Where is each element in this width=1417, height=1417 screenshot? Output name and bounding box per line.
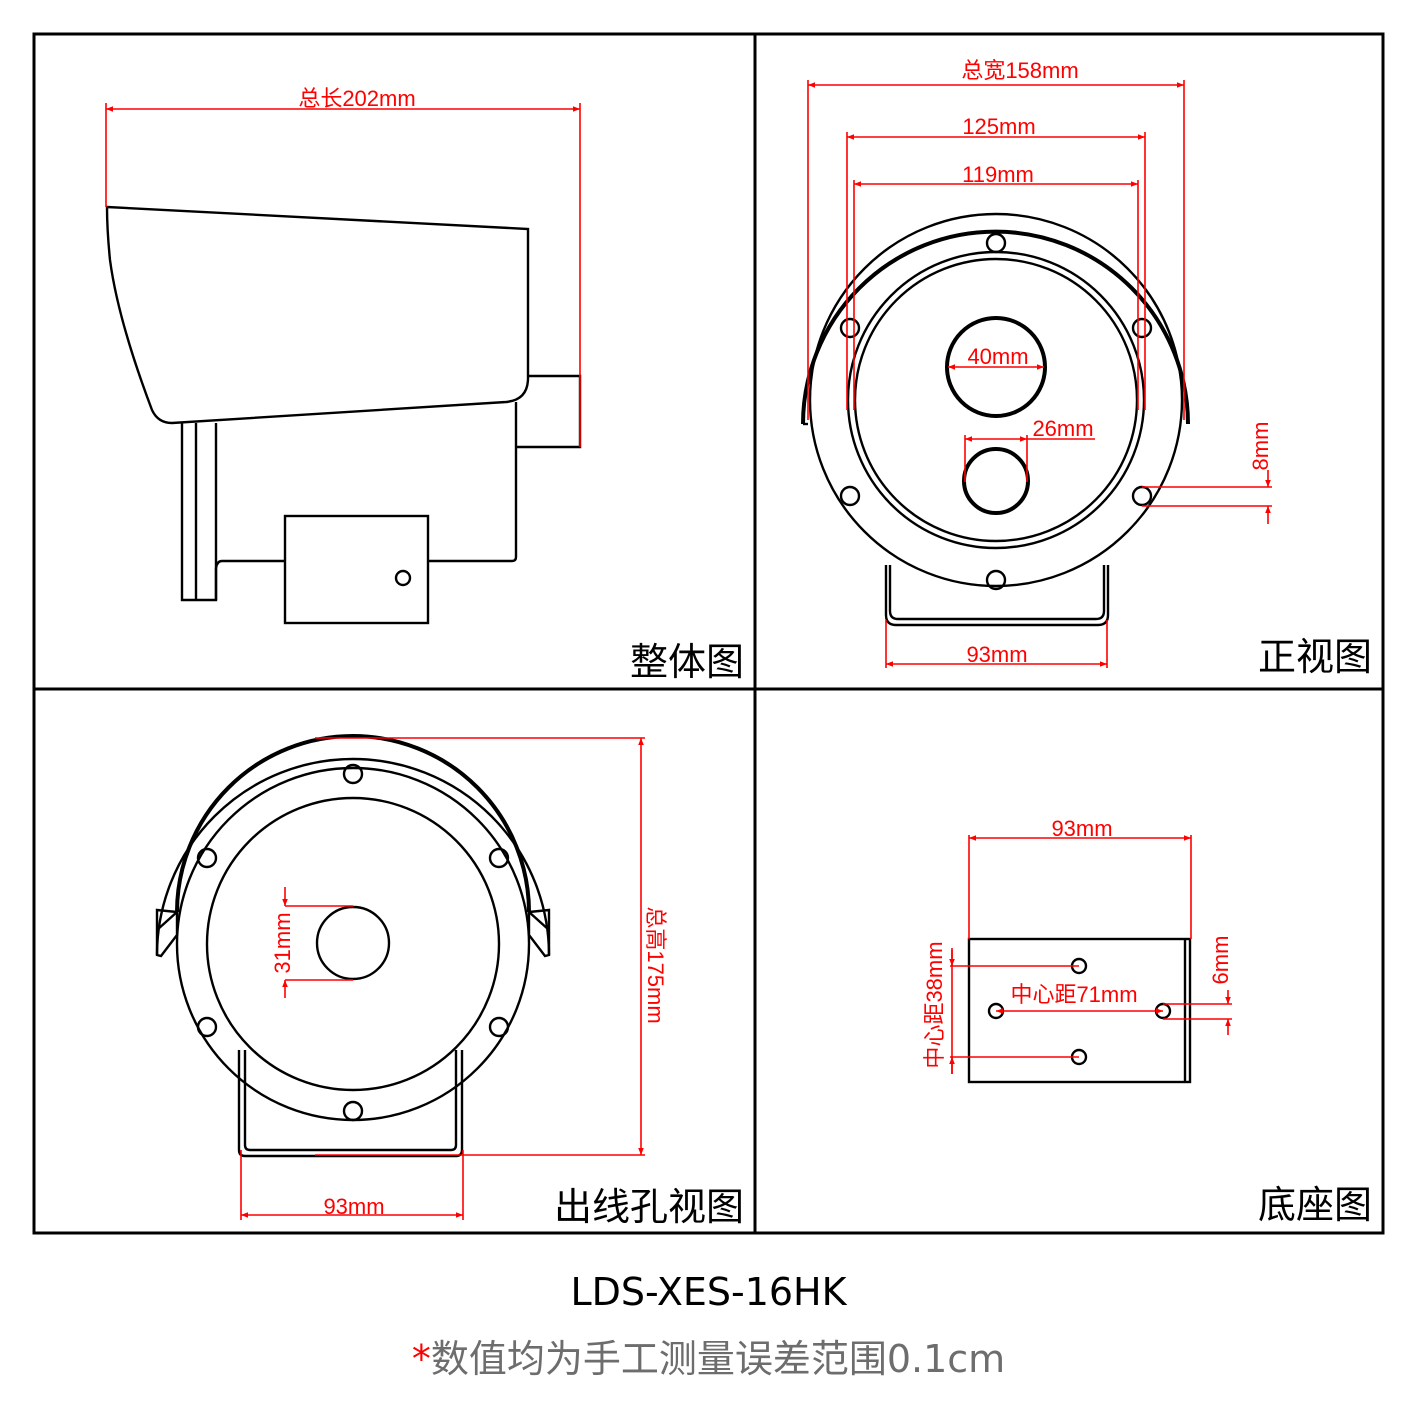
panel-title-front: 正视图 — [1258, 635, 1372, 679]
base-width-front-label: 93mm — [966, 642, 1027, 667]
dimension-sensor-diameter: 26mm — [964, 416, 1095, 482]
panel-title-overall: 整体图 — [630, 640, 744, 684]
camera-rear-outline — [155, 734, 551, 1158]
total-height-label: 总高175mm — [643, 906, 668, 1023]
hole-diameter-label: 8mm — [1248, 422, 1273, 471]
total-width-label: 总宽158mm — [961, 58, 1078, 83]
lens-diameter-label: 40mm — [967, 344, 1028, 369]
dimension-base-hole-diameter: 6mm — [1163, 936, 1233, 1035]
dimension-base-width-outlet: 93mm — [240, 1150, 464, 1220]
dimension-horizontal-center-distance: 中心距71mm — [996, 982, 1163, 1014]
vertical-center-distance-label: 中心距38mm — [922, 941, 947, 1068]
dimension-outlet-diameter: 31mm — [270, 887, 353, 998]
panel-title-cable-outlet: 出线孔视图 — [554, 1185, 744, 1229]
panel-cable-outlet-view: 总高175mm 31mm 93mm 出线孔视图 — [155, 734, 744, 1229]
note-text: 数值均为手工测量误差范围0.1cm — [430, 1337, 1006, 1381]
width-119-label: 119mm — [962, 162, 1034, 187]
dimension-vertical-center-distance: 中心距38mm — [922, 941, 1079, 1074]
dimension-total-width: 总宽158mm — [807, 58, 1185, 420]
dimension-base-width: 93mm — [968, 816, 1192, 939]
horizontal-center-distance-label: 中心距71mm — [1010, 982, 1137, 1007]
dimension-base-width-front: 93mm — [885, 620, 1108, 668]
dimension-lens-diameter: 40mm — [948, 344, 1044, 370]
camera-side-outline — [105, 205, 582, 625]
dimension-hole-diameter: 8mm — [1142, 422, 1273, 524]
drawing-frame — [32, 32, 1385, 1235]
outlet-diameter-label: 31mm — [270, 912, 295, 973]
panel-title-base: 底座图 — [1258, 1183, 1372, 1227]
width-125-label: 125mm — [962, 114, 1035, 139]
total-length-label: 总长202mm — [298, 86, 415, 111]
panel-base-view: 93mm 中心距38mm 中心距71mm 6mm 底座图 — [922, 816, 1372, 1227]
dimension-total-length: 总长202mm — [105, 86, 581, 447]
base-width-label: 93mm — [1051, 816, 1112, 841]
dimension-total-height: 总高175mm — [315, 737, 668, 1156]
model-number: LDS-XES-16HK — [570, 1270, 847, 1314]
dimension-width-119: 119mm — [853, 162, 1139, 410]
base-width-outlet-label: 93mm — [323, 1194, 384, 1219]
panel-front-view: 总宽158mm 125mm 119mm 40mm 26mm — [801, 58, 1372, 679]
measurement-note: *数值均为手工测量误差范围0.1cm — [0, 1328, 1417, 1383]
camera-front-outline — [801, 212, 1190, 627]
note-asterisk: * — [411, 1337, 431, 1381]
dimension-width-125: 125mm — [846, 114, 1146, 410]
panel-overall-view: 总长202mm 整体图 — [105, 86, 744, 684]
sensor-diameter-label: 26mm — [1032, 416, 1093, 441]
base-hole-diameter-label: 6mm — [1208, 936, 1233, 985]
